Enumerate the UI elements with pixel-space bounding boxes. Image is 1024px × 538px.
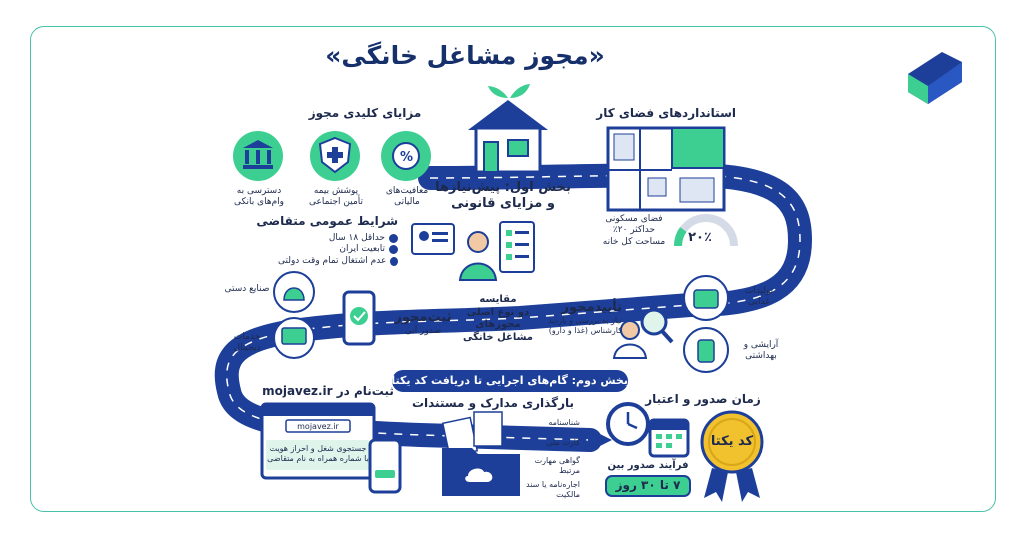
doc-item: شناسنامه — [548, 418, 580, 427]
doc-item: گواهی مهارت مرتبط — [534, 456, 580, 475]
comparison-label: مقایسه دو نوع اصلی مجوزهای مشاغل خانگی — [462, 294, 533, 343]
process-label: فرآیند صدور بین — [607, 460, 689, 471]
seal-badge-icon — [700, 410, 764, 502]
benefit-tax: معافیت‌های مالیاتی — [385, 186, 429, 208]
requirements-heading: شرایط عمومی متقاضی — [256, 214, 398, 228]
category-handicraft: صنایع دستی — [224, 284, 270, 294]
floor-plan-icon — [606, 126, 726, 212]
range-text: ۷ تا ۳۰ روز — [615, 478, 681, 492]
registration-based: ثبت‌محور صدور آنی — [394, 310, 452, 337]
brand-logo-icon — [908, 52, 962, 104]
doc-item: کارت ملی — [546, 438, 580, 447]
check-icon — [390, 256, 398, 266]
benefit-insurance: پوشش بیمه تأمین اجتماعی — [308, 186, 364, 208]
timing-heading: زمان صدور و اعتبار — [645, 392, 761, 406]
workspace-description: فضای مسکونی حداکثر ۲۰٪ مساحت کل خانه — [602, 214, 666, 247]
requirement-item: عدم اشتغال تمام وقت دولتی — [278, 256, 398, 267]
road-arrow — [588, 428, 612, 452]
registration-description: جستجوی شغل و احراز هویت با شماره همراه ب… — [267, 444, 369, 463]
house-icon — [468, 84, 548, 174]
cosmetics-icon — [683, 327, 729, 373]
check-icon — [389, 234, 398, 244]
requirements-list: حداقل ۱۸ سال تابعیت ایران عدم اشتغال تما… — [278, 233, 398, 267]
workspace-percent: ۲۰٪ — [688, 230, 712, 245]
shield-cross-icon — [310, 131, 360, 181]
check-icon — [389, 245, 398, 255]
page-title: «مجوز مشاغل خانگی» — [325, 41, 605, 70]
svg-text:%: % — [400, 150, 413, 165]
documents-heading: بارگذاری مدارک و مستندات — [411, 396, 574, 410]
part1-heading: بخش اول: پیش‌نیازها و مزایای قانونی — [435, 180, 571, 212]
category-cosmetics: آرایشی و بهداشتی — [743, 340, 779, 362]
digital-services-icon — [273, 317, 315, 359]
road-center-line — [226, 174, 801, 441]
range-badge — [605, 475, 691, 497]
approval-based: تأییدمحور نیاز به بررسی و بازدید کارشناس… — [548, 300, 622, 336]
url-bar: mojavez.ir — [297, 422, 339, 431]
clock-icon — [606, 402, 650, 446]
applicant-icon — [411, 221, 535, 281]
bank-icon — [233, 131, 283, 181]
part2-banner: بخش دوم: گام‌های اجرایی تا دریافت کد یکت… — [391, 370, 628, 392]
key-benefits-heading: مزایای کلیدی مجوز — [308, 106, 422, 120]
browser-window-icon — [260, 402, 402, 494]
workspace-heading: استانداردهای فضای کار — [596, 106, 736, 120]
food-products-icon — [683, 275, 729, 321]
percent-coins-icon: % — [381, 131, 431, 181]
handicraft-icon — [273, 271, 315, 313]
doc-item: اجاره‌نامه یا سند مالکیت — [526, 480, 580, 499]
expert-inspector-icon — [612, 308, 674, 359]
category-food: تولیدات غذایی — [744, 286, 774, 308]
document-folder-icon — [441, 411, 520, 496]
percent-gauge — [673, 214, 738, 247]
requirement-item: حداقل ۱۸ سال — [278, 233, 398, 244]
requirement-item: تابعیت ایران — [278, 244, 398, 255]
category-digital: خدمات دیجیتال — [233, 332, 261, 354]
benefit-loans: دسترسی به وام‌های بانکی — [233, 186, 285, 208]
phone-check-icon — [342, 290, 376, 346]
registration-heading: ثبت‌نام در mojavez.ir — [262, 384, 394, 398]
calendar-icon — [648, 418, 690, 458]
seal-text: کد یکتا — [710, 434, 754, 449]
